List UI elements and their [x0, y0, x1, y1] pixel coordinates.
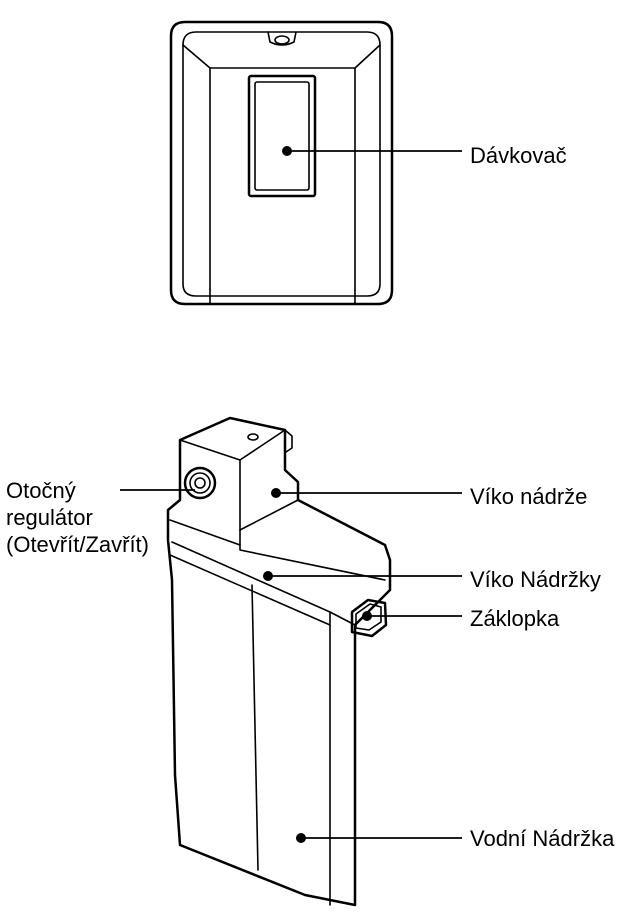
dispenser-illustration	[169, 20, 394, 306]
water-tank-illustration	[166, 416, 392, 907]
water-tank-leader	[296, 833, 462, 843]
label-tank-lid-1: Víko nádrže	[470, 484, 588, 509]
label-rotary-knob-line-2: regulátor	[6, 505, 93, 530]
label-dispenser: Dávkovač	[470, 143, 567, 168]
label-rotary-knob: Otočný regulátor (Otevřít/Zavřít)	[6, 477, 149, 558]
dispenser-leader	[282, 146, 462, 156]
label-rotary-knob-line-1: Otočný	[6, 478, 76, 503]
label-tank-lid-2: Víko Nádržky	[470, 567, 601, 592]
tank-lid-2-leader	[263, 571, 462, 581]
tank-lid-1-leader	[271, 488, 462, 498]
label-latch: Záklopka	[470, 606, 560, 631]
label-water-tank: Vodní Nádržka	[470, 826, 615, 851]
latch-leader	[362, 611, 462, 621]
label-rotary-knob-line-3: (Otevřít/Zavřít)	[6, 532, 149, 557]
